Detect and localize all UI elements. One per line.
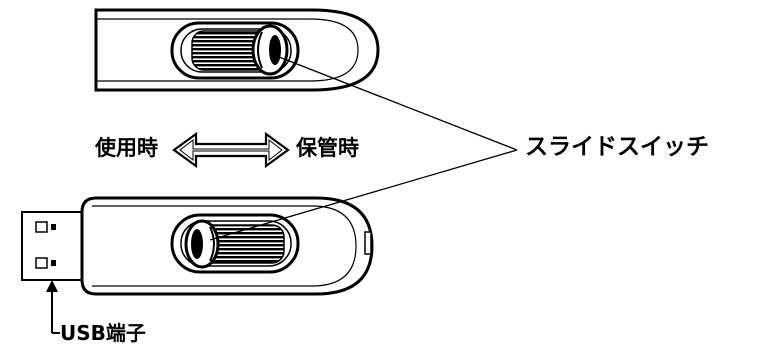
mode-double-arrow-icon: [172, 131, 290, 169]
usb-terminal-label: USB端子: [60, 321, 146, 345]
usb-terminal-pointer: [46, 280, 60, 334]
storage-label: 保管時: [296, 136, 359, 160]
in-use-label: 使用時: [95, 136, 158, 160]
usb-drive-retracted: [94, 8, 380, 92]
slide-switch-leader-lines: [209, 56, 518, 241]
usb-connector: [21, 211, 91, 281]
usb-drive-extended: [21, 196, 374, 296]
slide-switch-knob-top: [251, 24, 289, 76]
slide-switch-label: スライドスイッチ: [525, 134, 709, 160]
slide-switch-knob-bottom: [184, 219, 220, 269]
